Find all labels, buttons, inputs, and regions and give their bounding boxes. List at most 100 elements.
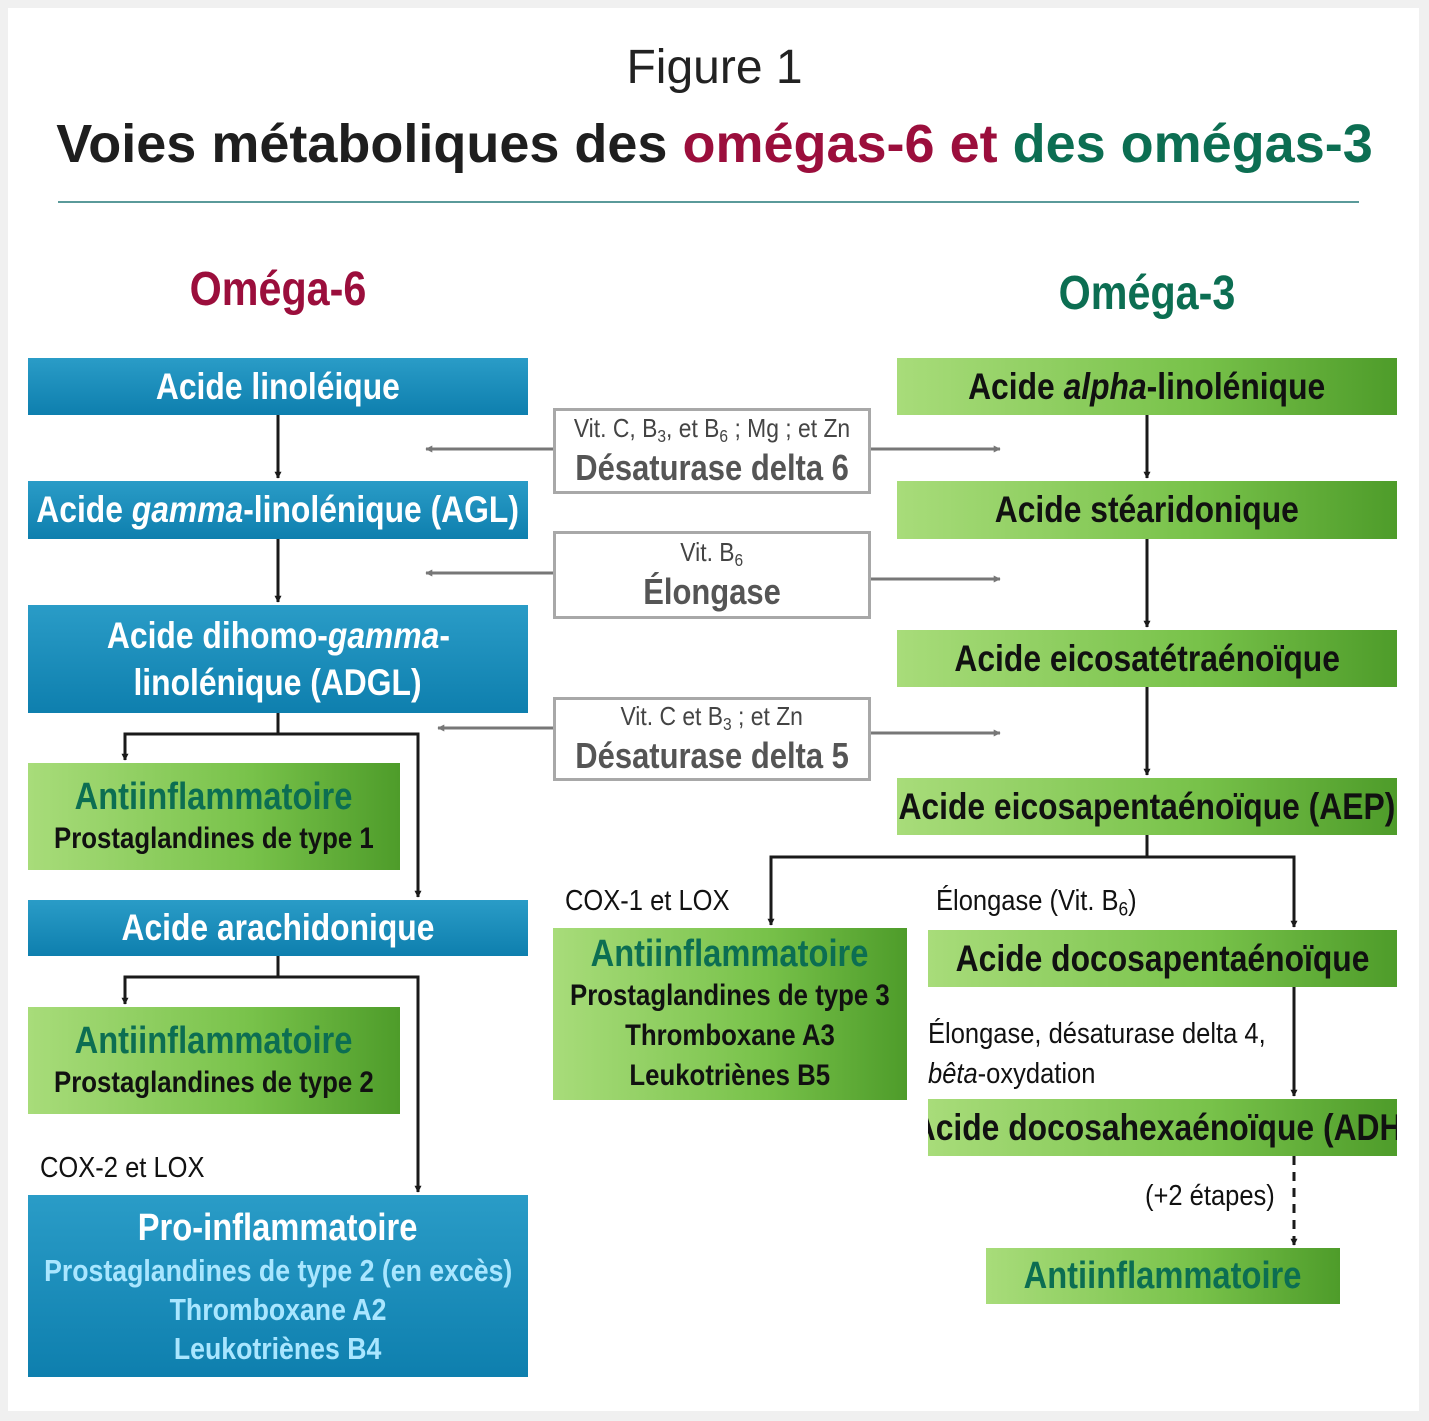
box-anti-final: Antiinflammatoire xyxy=(986,1248,1340,1304)
anti3-item-2: Thromboxane A3 xyxy=(625,1019,835,1052)
linoleic-label: Acide linoléique xyxy=(156,365,400,407)
title-part1: Voies métaboliques des xyxy=(56,114,683,174)
pro-item-3: Leukotriènes B4 xyxy=(174,1330,382,1366)
box-eicosatetra: Acide eicosatétraénoïque xyxy=(897,630,1397,687)
box-arachidonic: Acide arachidonique xyxy=(28,900,528,956)
anti-final-label: Antiinflammatoire xyxy=(1024,1254,1302,1297)
box-adgl: Acide dihomo-gamma- linolénique (ADGL) xyxy=(28,605,528,713)
d6-cofactors: Vit. C, B3, et B6 ; Mg ; et Zn xyxy=(574,413,850,447)
arachidonic-label: Acide arachidonique xyxy=(121,907,435,948)
elong-note-wrap: Élongase (Vit. B6) xyxy=(936,885,1164,922)
box-anti3: Antiinflammatoire Prostaglandines de typ… xyxy=(553,928,907,1100)
omega3-heading-wrap: Oméga-3 xyxy=(897,266,1397,321)
elong-cofactors: Vit. B6 xyxy=(681,537,744,571)
box-aep: Acide eicosapentaénoïque (AEP) xyxy=(897,778,1397,835)
box-pro-inflammatory: Pro-inflammatoire Prostaglandines de typ… xyxy=(28,1195,528,1377)
adgl-pre: Acide dihomo- xyxy=(106,615,328,656)
cox1-note-wrap: COX-1 et LOX xyxy=(565,885,752,918)
anti2-title: Antiinflammatoire xyxy=(75,1019,353,1062)
elong-name: Élongase xyxy=(643,570,781,612)
adgl-line1: Acide dihomo-gamma- xyxy=(106,612,449,659)
desat-note-post: -oxydation xyxy=(977,1058,1096,1090)
agl-pre: Acide xyxy=(36,489,133,530)
arrow-adgl-anti1 xyxy=(121,713,280,761)
omega3-heading: Oméga-3 xyxy=(1058,267,1236,320)
figure-label: Figure 1 xyxy=(626,41,803,94)
cox2-note: COX-2 et LOX xyxy=(40,1152,205,1184)
desat-note-ital: bêta xyxy=(928,1058,978,1090)
agl-label: Acide gamma-linolénique (AGL) xyxy=(37,489,520,531)
title-divider xyxy=(58,201,1359,203)
cox1-note: COX-1 et LOX xyxy=(565,885,730,917)
ala-pre: Acide xyxy=(968,365,1064,407)
steps-note: (+2 étapes) xyxy=(1145,1180,1275,1212)
elong-note: Élongase (Vit. B6) xyxy=(936,885,1137,922)
anti1-title: Antiinflammatoire xyxy=(75,775,353,818)
dpa-label: Acide docosapentaénoïque xyxy=(955,937,1370,979)
arrow-aep-dpa xyxy=(1147,855,1298,928)
anti3-item-3: Leukotriènes B5 xyxy=(629,1059,831,1092)
title-omega3: des omégas-3 xyxy=(1012,114,1373,174)
title-omega6: omégas-6 xyxy=(682,114,935,174)
box-stearidonic: Acide stéaridonique xyxy=(897,481,1397,539)
box-ala: Acide alpha-linolénique xyxy=(897,358,1397,415)
enzyme-box-desaturase-d6: Vit. C, B3, et B6 ; Mg ; et Zn Désaturas… xyxy=(553,408,871,494)
elong-vit-sub: 6 xyxy=(734,549,744,570)
omega6-heading: Oméga-6 xyxy=(189,263,367,316)
ala-label: Acide alpha-linolénique xyxy=(968,366,1325,408)
anti2-text: Prostaglandines de type 2 xyxy=(54,1065,374,1099)
box-agl: Acide gamma-linolénique (AGL) xyxy=(28,481,528,539)
elong-note-pre: Élongase (Vit. B xyxy=(936,885,1119,917)
pro-item-2: Thromboxane A2 xyxy=(169,1291,387,1327)
box-adh: Acide docosahexaénoïque (ADH) xyxy=(928,1099,1397,1156)
box-anti2: Antiinflammatoire Prostaglandines de typ… xyxy=(28,1007,400,1114)
arrow-aep-anti3 xyxy=(767,835,1149,926)
desat-note-wrap: Élongase, désaturase delta 4, bêta-oxyda… xyxy=(928,1014,1312,1094)
d5-vit-post: ; et Zn xyxy=(732,701,804,732)
arrow-arachidonic-pro xyxy=(278,975,422,1193)
adh-label: Acide docosahexaénoïque (ADH) xyxy=(928,1106,1397,1148)
d6-vit-mid: , et B xyxy=(666,413,720,444)
elong-note-post: ) xyxy=(1128,885,1137,917)
arrow-adgl-arachidonic xyxy=(278,732,422,898)
enzyme-box-elongase: Vit. B6 Élongase xyxy=(553,531,871,619)
d6-vit-pre: Vit. C, B xyxy=(573,413,658,444)
d6-vit-sub1: 3 xyxy=(657,425,667,446)
anti3-title: Antiinflammatoire xyxy=(591,933,869,975)
box-anti1: Antiinflammatoire Prostaglandines de typ… xyxy=(28,763,400,870)
desat-note-line1: Élongase, désaturase delta 4, xyxy=(928,1018,1266,1050)
anti3-item-1: Prostaglandines de type 3 xyxy=(570,979,890,1012)
steps-note-wrap: (+2 étapes) xyxy=(1145,1180,1293,1213)
anti1-text: Prostaglandines de type 1 xyxy=(54,821,374,855)
cox2-note-wrap: COX-2 et LOX xyxy=(40,1152,227,1185)
ala-post: -linolénique xyxy=(1147,365,1326,407)
omega6-heading-wrap: Oméga-6 xyxy=(28,262,528,317)
d5-name: Désaturase delta 5 xyxy=(575,734,849,776)
d6-vit-sub2: 6 xyxy=(719,425,729,446)
d6-name: Désaturase delta 6 xyxy=(575,446,849,488)
d5-vit-pre: Vit. C et B xyxy=(620,701,724,732)
pro-item-1: Prostaglandines de type 2 (en excès) xyxy=(43,1252,513,1288)
adgl-ital: gamma xyxy=(327,615,439,656)
elong-note-sub: 6 xyxy=(1118,898,1129,921)
agl-post: -linolénique (AGL) xyxy=(243,489,520,530)
d6-vit-post: ; Mg ; et Zn xyxy=(728,413,851,444)
adgl-post: - xyxy=(438,615,450,656)
aep-label: Acide eicosapentaénoïque (AEP) xyxy=(898,785,1396,827)
box-linoleic-acid: Acide linoléique xyxy=(28,358,528,415)
title-and: et xyxy=(934,114,1013,174)
agl-ital: gamma xyxy=(132,489,244,530)
d5-cofactors: Vit. C et B3 ; et Zn xyxy=(621,701,803,735)
pro-title: Pro-inflammatoire xyxy=(138,1206,418,1249)
ala-ital: alpha xyxy=(1063,365,1148,407)
d5-vit-sub: 3 xyxy=(723,713,733,734)
figure-title: Voies métaboliques des omégas-6 et des o… xyxy=(0,113,1429,175)
arrow-arachidonic-anti2 xyxy=(121,956,280,1005)
eicosatetra-label: Acide eicosatétraénoïque xyxy=(954,637,1340,679)
box-dpa: Acide docosapentaénoïque xyxy=(928,930,1397,987)
elong-vit-pre: Vit. B xyxy=(680,537,735,568)
desat-note-line2: bêta-oxydation xyxy=(928,1054,1266,1094)
enzyme-box-desaturase-d5: Vit. C et B3 ; et Zn Désaturase delta 5 xyxy=(553,697,871,781)
stearidonic-label: Acide stéaridonique xyxy=(994,489,1300,530)
